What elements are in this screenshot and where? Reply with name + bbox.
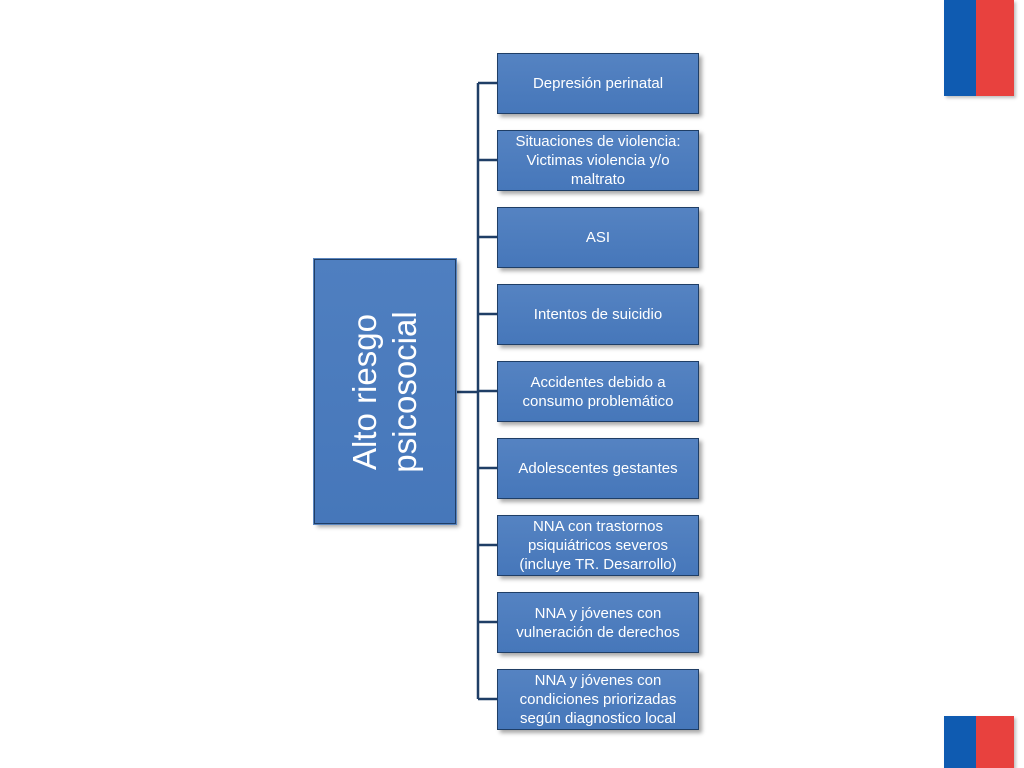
child-node-vulneracion-derechos: NNA y jóvenes con vulneración de derecho… (497, 592, 699, 653)
flag-blue-stripe (944, 0, 976, 96)
root-node-label: Alto riesgo psicosocial (346, 310, 423, 473)
flag-blue-stripe (944, 716, 976, 768)
chile-flag-stripe-bottom (944, 716, 1014, 768)
child-node-adolescentes-gestantes: Adolescentes gestantes (497, 438, 699, 499)
chile-flag-stripe-top (944, 0, 1014, 96)
child-node-asi: ASI (497, 207, 699, 268)
child-node-condiciones-priorizadas: NNA y jóvenes con condiciones priorizada… (497, 669, 699, 730)
flag-red-stripe (976, 716, 1014, 768)
root-node: Alto riesgo psicosocial (313, 258, 457, 525)
child-node-intentos-suicidio: Intentos de suicidio (497, 284, 699, 345)
flag-red-stripe (976, 0, 1014, 96)
child-node-situaciones-violencia: Situaciones de violencia: Victimas viole… (497, 130, 699, 191)
child-node-depresion-perinatal: Depresión perinatal (497, 53, 699, 114)
child-node-accidentes-consumo: Accidentes debido a consumo problemático (497, 361, 699, 422)
child-node-trastornos-psiquiatricos: NNA con trastornos psiquiátricos severos… (497, 515, 699, 576)
